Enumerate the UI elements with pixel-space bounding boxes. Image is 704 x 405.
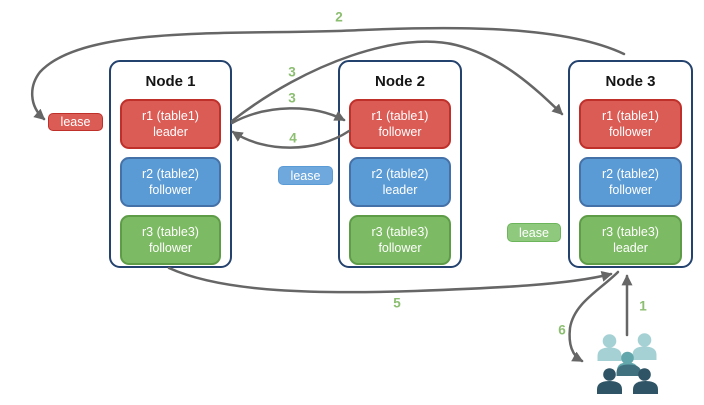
node-2-title: Node 2 <box>374 73 425 90</box>
node-2-replicas: r1 (table1) follower r2 (table2) leader … <box>340 99 460 265</box>
lease-label: lease <box>290 168 321 183</box>
replica-name: r1 (table1) <box>142 108 199 123</box>
person-icon <box>597 368 622 394</box>
lease-badge-r1: lease <box>48 113 103 131</box>
lease-badge-r2: lease <box>278 166 333 185</box>
node-3-replica-r1: r1 (table1) follower <box>579 99 682 149</box>
person-icon <box>633 368 658 394</box>
replica-role: leader <box>153 125 188 139</box>
replica-name: r2 (table2) <box>371 166 429 181</box>
arrow-label-step-4: 4 <box>289 130 297 146</box>
arrow-label-step-6: 6 <box>558 322 566 338</box>
node-3-replica-r2: r2 (table2) follower <box>579 157 682 207</box>
arrow-step-3-to-node2 <box>230 107 346 125</box>
arrow-label-step-5: 5 <box>393 295 401 311</box>
node-3-title: Node 3 <box>605 73 656 90</box>
replica-name: r2 (table2) <box>602 166 659 181</box>
arrow-label-step-3a: 3 <box>288 64 296 80</box>
replica-name: r1 (table1) <box>371 108 429 123</box>
node-1-replica-r3: r3 (table3) follower <box>120 215 221 265</box>
node-1-replica-r1: r1 (table1) leader <box>120 99 221 149</box>
replica-name: r3 (table3) <box>371 224 429 239</box>
node-3-replicas: r1 (table1) follower r2 (table2) followe… <box>570 99 691 265</box>
replica-role: follower <box>148 241 193 255</box>
person-icon <box>616 364 641 376</box>
lease-badge-r3: lease <box>507 223 561 242</box>
arrow-label-step-1: 1 <box>639 298 647 314</box>
replica-role: follower <box>608 125 653 139</box>
replica-role: follower <box>148 183 193 197</box>
replica-name: r3 (table3) <box>602 224 659 239</box>
node-1-replicas: r1 (table1) leader r2 (table2) follower … <box>111 99 230 265</box>
node-1: Node 1 r1 (table1) leader r2 (table2) fo… <box>109 60 232 268</box>
node-1-replica-r2: r2 (table2) follower <box>120 157 221 207</box>
arrow-step-5 <box>167 266 613 294</box>
replica-role: follower <box>608 183 653 197</box>
replica-name: r3 (table3) <box>142 224 199 239</box>
node-2-replica-r1: r1 (table1) follower <box>349 99 451 149</box>
lease-label: lease <box>60 115 91 129</box>
users-group-icon <box>597 333 658 394</box>
node-2: Node 2 r1 (table1) follower r2 (table2) … <box>338 60 462 268</box>
replica-role: follower <box>378 125 422 139</box>
node-1-title: Node 1 <box>145 73 196 90</box>
person-icon <box>632 333 657 360</box>
person-icon <box>597 334 622 361</box>
node-2-replica-r2: r2 (table2) leader <box>349 157 451 207</box>
node-2-replica-r3: r3 (table3) follower <box>349 215 451 265</box>
replica-name: r1 (table1) <box>602 108 659 123</box>
replica-role: follower <box>378 241 422 255</box>
replica-name: r2 (table2) <box>142 166 199 181</box>
lease-label: lease <box>519 225 549 240</box>
replica-role: leader <box>382 183 418 197</box>
node-3-replica-r3: r3 (table3) leader <box>579 215 682 265</box>
replica-role: leader <box>613 241 648 255</box>
arrow-label-step-3b: 3 <box>288 90 296 106</box>
arrow-label-step-2: 2 <box>335 9 343 25</box>
node-3: Node 3 r1 (table1) follower r2 (table2) … <box>568 60 693 268</box>
